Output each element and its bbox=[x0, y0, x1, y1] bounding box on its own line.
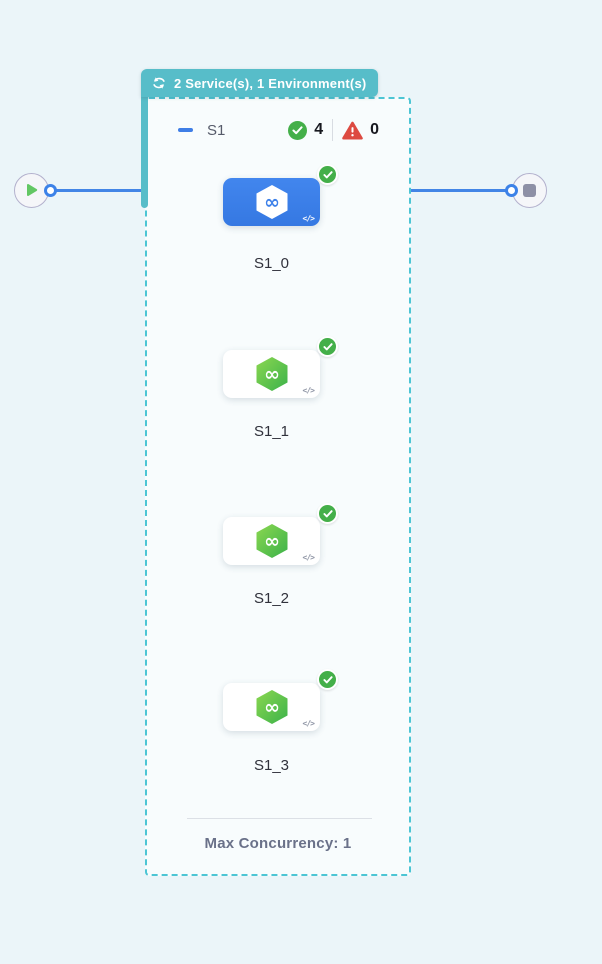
node-label-s1-2: S1_2 bbox=[253, 590, 290, 607]
infinity-icon: ∞ bbox=[264, 697, 280, 719]
end-connector-dot bbox=[504, 183, 518, 197]
stage-title-wrap: S1 bbox=[178, 122, 225, 139]
success-status-icon bbox=[317, 336, 338, 357]
count-divider bbox=[332, 119, 334, 141]
service-node-card-s1-1[interactable]: ∞ </> bbox=[223, 336, 338, 398]
service-hexagon-icon: ∞ bbox=[256, 185, 287, 219]
start-connector-dot bbox=[43, 183, 57, 197]
node-label-s1-0: S1_0 bbox=[253, 255, 290, 272]
error-count-icon bbox=[342, 121, 363, 140]
infinity-icon: ∞ bbox=[264, 531, 280, 553]
service-node-card-s1-2[interactable]: ∞ </> bbox=[223, 503, 338, 565]
code-chevrons-icon: </> bbox=[302, 553, 315, 562]
node-label-s1-1: S1_1 bbox=[253, 423, 290, 440]
service-node-card-s1-3[interactable]: ∞ </> bbox=[223, 669, 338, 731]
node-label-s1-3: S1_3 bbox=[253, 757, 290, 774]
stage-header: S1 4 0 bbox=[178, 119, 379, 141]
success-status-icon bbox=[317, 164, 338, 185]
success-status-icon bbox=[317, 503, 338, 524]
code-chevrons-icon: </> bbox=[302, 386, 315, 395]
code-chevrons-icon: </> bbox=[302, 719, 315, 728]
edge-line-end bbox=[409, 188, 511, 192]
play-icon bbox=[27, 184, 38, 196]
footer-divider bbox=[187, 818, 372, 819]
success-status-icon bbox=[317, 669, 338, 690]
service-hexagon-icon: ∞ bbox=[256, 524, 287, 558]
start-node[interactable] bbox=[13, 172, 49, 208]
stage-group-accent-bar bbox=[141, 93, 148, 208]
service-node-card-s1-0[interactable]: ∞ </> bbox=[223, 164, 338, 226]
infinity-icon: ∞ bbox=[264, 364, 280, 386]
badge-label: 2 Service(s), 1 Environment(s) bbox=[174, 75, 367, 91]
max-concurrency-label: Max Concurrency: 1 bbox=[204, 835, 352, 852]
service-hexagon-icon: ∞ bbox=[256, 690, 287, 724]
error-count: 0 bbox=[370, 121, 379, 138]
collapse-icon[interactable] bbox=[178, 128, 193, 132]
edge-line-start bbox=[50, 188, 148, 192]
stage-title: S1 bbox=[207, 121, 226, 139]
stage-group-container: S1 4 0 bbox=[145, 97, 411, 876]
services-environments-badge: 2 Service(s), 1 Environment(s) bbox=[141, 69, 379, 97]
stage-status-counts: 4 0 bbox=[288, 119, 379, 141]
stop-icon bbox=[522, 183, 536, 197]
service-hexagon-icon: ∞ bbox=[256, 357, 287, 391]
code-chevrons-icon: </> bbox=[302, 214, 315, 223]
success-count-icon bbox=[288, 120, 308, 140]
success-count: 4 bbox=[314, 121, 324, 138]
sync-icon bbox=[153, 77, 165, 89]
infinity-icon: ∞ bbox=[264, 192, 280, 214]
